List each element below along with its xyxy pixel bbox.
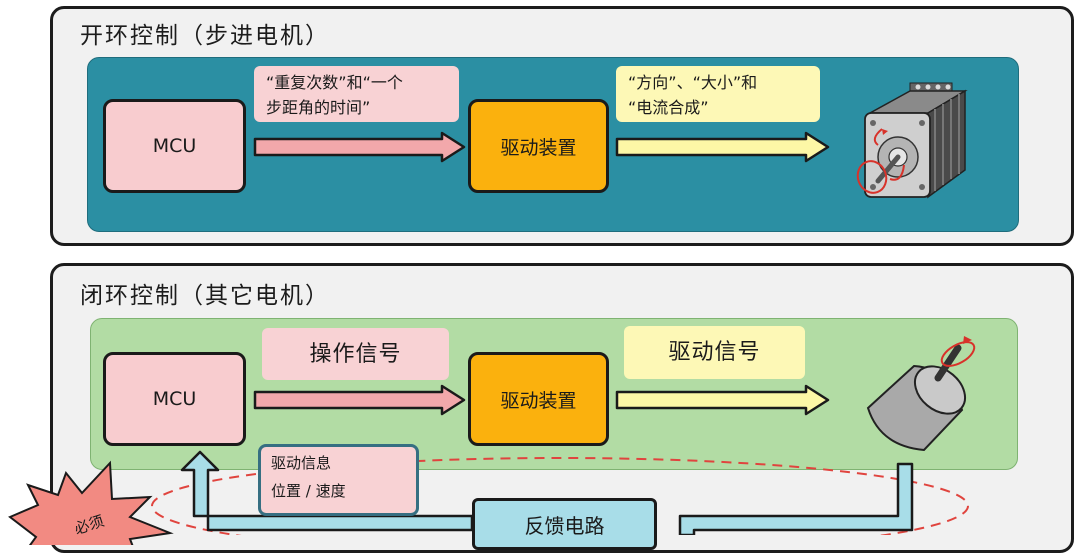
cylinder-motor-icon	[866, 336, 976, 452]
open-loop-drive-note: “方向”、“大小”和 “电流合成”	[616, 66, 820, 122]
feedback-info-line2: 位置 / 速度	[271, 482, 346, 500]
warning-burst-icon	[8, 460, 174, 545]
closed-loop-drive-box: 驱动装置	[468, 352, 609, 446]
feedback-loop-dashed-ellipse	[151, 457, 969, 535]
drive-signal-label: 驱动信号	[624, 326, 805, 379]
open-loop-mcu-box: MCU	[103, 99, 246, 193]
closed-loop-mcu-box: MCU	[103, 352, 246, 446]
open-loop-signal-note-line2: 步距角的时间”	[266, 98, 371, 117]
mcu-to-drive-arrow	[253, 131, 466, 163]
mcu-to-drive-operation-arrow	[253, 384, 466, 416]
open-loop-drive-note-line2: “电流合成”	[628, 98, 709, 117]
feedback-circuit-box: 反馈电路	[472, 498, 657, 550]
open-loop-signal-note: “重复次数”和“一个 步距角的时间”	[254, 66, 459, 122]
open-loop-title: 开环控制（步进电机）	[80, 23, 330, 49]
feedback-to-mcu-arrow	[180, 450, 474, 532]
feedback-info-box: 驱动信息 位置 / 速度	[258, 444, 419, 516]
open-loop-drive-note-line1: “方向”、“大小”和	[628, 73, 758, 92]
motor-to-feedback-arrow	[678, 462, 914, 535]
open-loop-drive-box: 驱动装置	[468, 99, 609, 193]
closed-loop-title: 闭环控制（其它电机）	[80, 283, 330, 309]
operation-signal-label: 操作信号	[262, 328, 449, 380]
closed-loop-arrows	[180, 384, 914, 535]
open-loop-arrows	[253, 131, 830, 163]
drive-to-motor-signal-arrow	[615, 384, 830, 416]
feedback-info-line1: 驱动信息	[271, 454, 332, 472]
stepper-motor-icon	[856, 82, 968, 199]
open-loop-signal-note-line1: “重复次数”和“一个	[266, 73, 403, 92]
drive-to-motor-arrow	[615, 131, 830, 163]
